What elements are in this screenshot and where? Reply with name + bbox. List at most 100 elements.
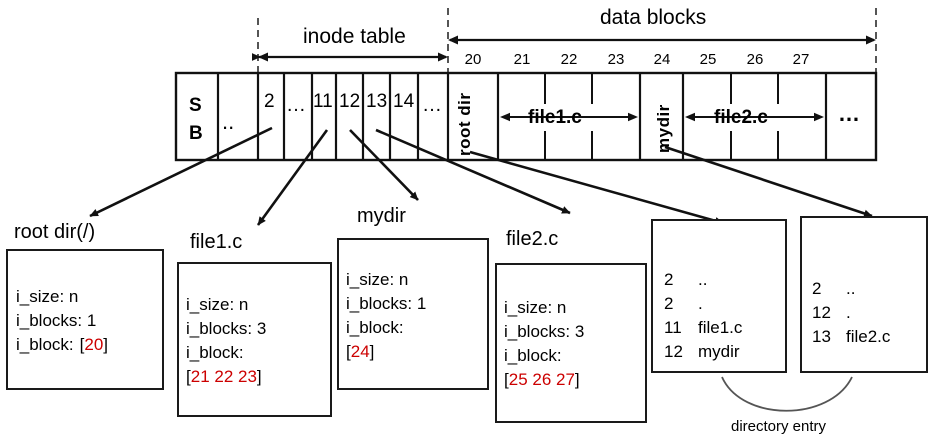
inode-box-file1c-fields: i_size: n i_blocks: 3 i_block: [21 22 23… <box>186 293 266 389</box>
directory-entry-caption: directory entry <box>731 418 827 435</box>
block-number-26: 26 <box>746 51 764 68</box>
inode-table-label: inode table <box>303 25 406 48</box>
file1c-span-arrow <box>500 112 638 122</box>
dir-entry-inode: 2 <box>812 279 822 298</box>
file1c-i-block-values-row: [21 22 23] <box>186 365 266 389</box>
root-dir-i-block-open: [ <box>79 335 85 354</box>
inode-box-root-dir-fields: i_size: n i_blocks: 1 i_block: [20] <box>16 285 108 357</box>
mydir-i-size: i_size: n <box>346 270 409 289</box>
dir-entry-name: file1.c <box>698 318 743 337</box>
file1c-i-block-label: i_block: <box>186 343 244 362</box>
root-dir-i-block-values: 20 <box>84 335 104 354</box>
cell-inode-14: 14 <box>393 91 415 112</box>
arrow-inode12-to-mydir <box>349 129 419 201</box>
inode-box-file2c-fields: i_size: n i_blocks: 3 i_block: [25 26 27… <box>504 296 584 392</box>
file2c-i-block-values-row: [25 26 27] <box>504 368 584 392</box>
inode-box-file2c <box>495 263 647 423</box>
directory-block-mydir <box>800 216 928 373</box>
dir-entry-inode: 12 <box>664 342 683 361</box>
dir-entry-row: 2.. <box>664 268 742 292</box>
inode-box-title-mydir: mydir <box>357 205 406 227</box>
dir-entry-row: 12 mydir <box>664 340 742 364</box>
dir-entry-name: mydir <box>698 342 740 361</box>
file1c-i-block-values: 21 22 23 <box>190 367 257 386</box>
block-number-24: 24 <box>653 51 671 68</box>
mydir-i-block-label: i_block: <box>346 318 404 337</box>
dir-entry-inode: 11 <box>664 318 682 337</box>
file1c-i-block-open: [ <box>186 367 191 386</box>
inode-pointer-arrows <box>89 126 873 226</box>
arrow-block24-to-mydirblock <box>664 145 873 218</box>
arrow-block20-to-rootdirblock <box>469 150 724 225</box>
root-dir-i-block-close: ] <box>103 335 109 354</box>
mydir-i-block-close: ] <box>369 342 375 361</box>
file2c-i-block-values: 25 26 27 <box>508 370 575 389</box>
block-number-22: 22 <box>560 51 578 68</box>
dir-entry-row: 2. <box>664 292 742 316</box>
inode-box-title-file2c: file2.c <box>506 228 559 250</box>
arrow-inode13-to-file2c <box>375 128 571 215</box>
file1c-i-size: i_size: n <box>186 295 249 314</box>
root-dir-i-block-label: i_block: <box>16 335 74 354</box>
block-number-20: 20 <box>464 51 482 68</box>
cell-inode-ellipsis-2: … <box>286 94 306 116</box>
arrow-inode11-to-file1c <box>256 129 329 226</box>
cell-inode-2: 2 <box>264 91 275 112</box>
dir-entry-name: file2.c <box>846 327 891 346</box>
inode-box-root-dir <box>6 249 164 390</box>
dir-entry-inode: 2 <box>664 294 674 313</box>
cell-inode-ellipsis-3: … <box>422 94 442 116</box>
strip-cell-dividers <box>216 73 828 160</box>
inode-box-file1c <box>177 262 332 417</box>
block-number-23: 23 <box>607 51 625 68</box>
cell-inode-12: 12 <box>339 91 361 112</box>
block-number-27: 27 <box>792 51 810 68</box>
dir-entry-inode: 2 <box>664 270 674 289</box>
cell-datablock-20-rootdir: root dir <box>455 92 474 157</box>
dir-entry-row: 2.. <box>812 277 890 301</box>
file1c-i-block-close: ] <box>256 367 262 386</box>
directory-block-mydir-entries: 2.. 12. 13 file2.c <box>812 277 890 349</box>
mydir-i-block-open: [ <box>346 342 351 361</box>
cell-datablock-ellipsis: … <box>838 101 860 126</box>
file2c-i-blocks: i_blocks: 3 <box>504 322 585 341</box>
dir-entry-name: .. <box>846 279 856 298</box>
inode-box-title-root-dir: root dir(/) <box>14 221 96 243</box>
cell-datablock-24-mydir: mydir <box>654 104 673 153</box>
dir-entry-name: .. <box>698 270 708 289</box>
root-dir-i-blocks: i_blocks: 1 <box>16 311 97 330</box>
inode-box-title-file1c: file1.c <box>190 231 243 253</box>
superblock-b: B <box>189 123 203 144</box>
data-blocks-bracket-arrow <box>448 35 876 45</box>
directory-block-root-dir-entries: 2.. 2. 11 file1.c 12 mydir <box>664 268 742 364</box>
root-dir-i-size: i_size: n <box>16 287 79 306</box>
block-number-25: 25 <box>699 51 717 68</box>
cell-datablock-file1c: file1.c <box>528 107 582 128</box>
inode-box-mydir <box>337 238 489 390</box>
root-dir-i-block: i_block: [20] <box>16 333 108 357</box>
dir-entry-inode: 12 <box>812 303 831 322</box>
mydir-i-block-values: 24 <box>350 342 370 361</box>
block-number-21: 21 <box>513 51 531 68</box>
cell-inode-11: 11 <box>313 91 333 112</box>
directory-block-root-dir <box>651 219 787 373</box>
dir-entry-row: 11 file1.c <box>664 316 742 340</box>
dir-entry-row: 12. <box>812 301 890 325</box>
file2c-span-arrow <box>685 112 824 122</box>
dir-entry-row: 13 file2.c <box>812 325 890 349</box>
strip-subblock-ticks <box>544 73 779 160</box>
dir-entry-inode: 13 <box>812 327 831 346</box>
cell-datablock-file2c: file2.c <box>714 107 768 128</box>
inode-table-bracket-arrow <box>252 52 448 62</box>
file2c-i-block-close: ] <box>574 370 580 389</box>
superblock-s: S <box>189 95 202 116</box>
file1c-i-blocks: i_blocks: 3 <box>186 319 267 338</box>
data-blocks-label: data blocks <box>600 6 707 29</box>
file2c-i-block-label: i_block: <box>504 346 562 365</box>
bracket-guide-lines <box>257 8 877 74</box>
dir-entry-name: . <box>846 303 851 322</box>
file2c-i-block-open: [ <box>504 370 509 389</box>
